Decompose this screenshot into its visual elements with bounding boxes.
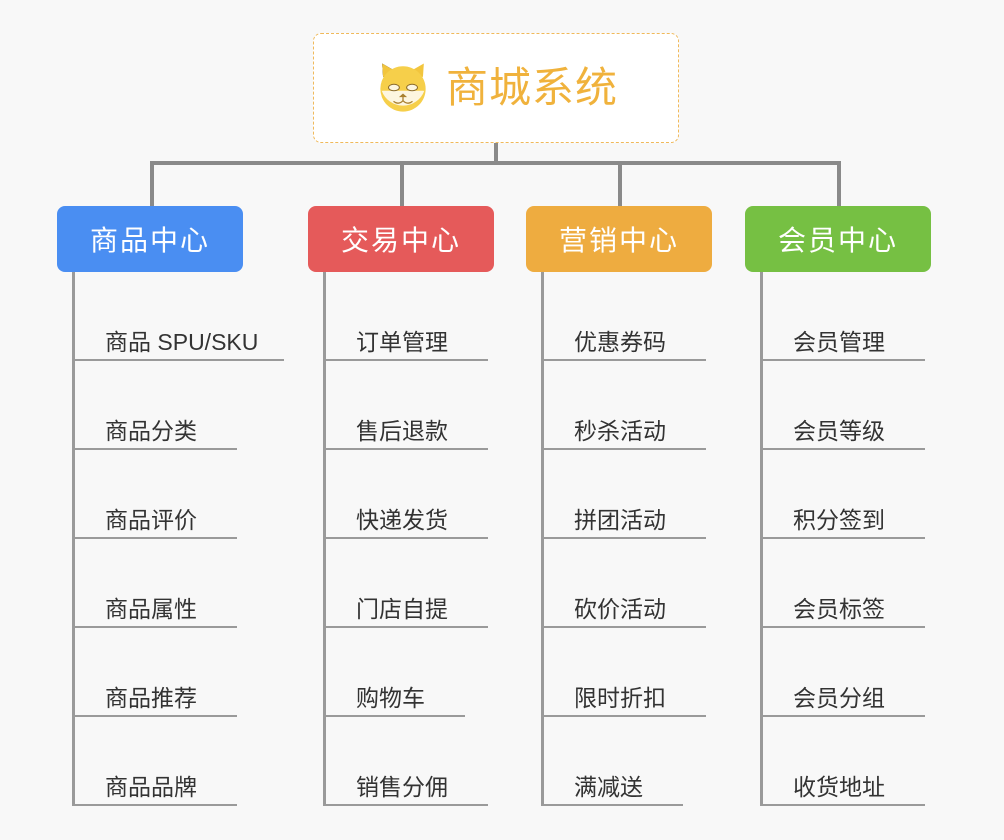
leaf-item-label: 门店自提 <box>356 595 448 622</box>
leaf-item[interactable]: 商品推荐 <box>72 628 237 717</box>
leaf-item[interactable]: 会员分组 <box>760 628 925 717</box>
leaf-item-label: 会员标签 <box>793 595 885 622</box>
leaf-item[interactable]: 会员标签 <box>760 539 925 628</box>
leaf-item-label: 商品推荐 <box>105 684 197 711</box>
leaf-item-label: 满减送 <box>574 773 643 800</box>
leaf-item-label: 购物车 <box>356 684 425 711</box>
leaf-item[interactable]: 砍价活动 <box>541 539 706 628</box>
leaf-item[interactable]: 快递发货 <box>323 450 488 539</box>
root-node-title: 商城系统 <box>445 64 618 111</box>
leaf-item[interactable]: 会员管理 <box>760 272 925 361</box>
leaf-item-label: 商品品牌 <box>105 773 197 800</box>
branch-header-label: 营销中心 <box>558 225 679 256</box>
leaf-item[interactable]: 拼团活动 <box>541 450 706 539</box>
leaf-item[interactable]: 会员等级 <box>760 361 925 450</box>
branch-leaf-list: 优惠券码 秒杀活动 拼团活动 砍价活动 限时折扣 满减送 <box>541 272 706 806</box>
branch-trunk-line <box>72 272 75 806</box>
leaf-item-label: 售后退款 <box>356 417 448 444</box>
leaf-item-label: 商品分类 <box>105 417 197 444</box>
leaf-item[interactable]: 商品分类 <box>72 361 237 450</box>
leaf-item[interactable]: 订单管理 <box>323 272 488 361</box>
leaf-item[interactable]: 收货地址 <box>760 717 925 806</box>
branch-member-center: 会员中心 会员管理 会员等级 积分签到 会员标签 会员分组 收货地址 <box>745 206 931 806</box>
branch-marketing-center: 营销中心 优惠券码 秒杀活动 拼团活动 砍价活动 限时折扣 满减送 <box>526 206 712 806</box>
leaf-item-label: 商品评价 <box>105 506 197 533</box>
branch-trunk-line <box>323 272 326 806</box>
leaf-item[interactable]: 商品属性 <box>72 539 237 628</box>
branch-header-marketing-center[interactable]: 营销中心 <box>526 206 712 272</box>
connector-horizontal-bus <box>150 161 841 165</box>
leaf-item-label: 积分签到 <box>793 506 885 533</box>
leaf-item-label: 销售分佣 <box>356 773 448 800</box>
leaf-item-label: 商品 SPU/SKU <box>105 328 259 355</box>
leaf-item[interactable]: 满减送 <box>541 717 683 806</box>
leaf-item-label: 商品属性 <box>105 595 197 622</box>
leaf-item-label: 限时折扣 <box>574 684 666 711</box>
leaf-item[interactable]: 优惠券码 <box>541 272 706 361</box>
shiba-dog-face-icon <box>380 63 426 112</box>
leaf-item[interactable]: 秒杀活动 <box>541 361 706 450</box>
leaf-item[interactable]: 商品品牌 <box>72 717 237 806</box>
connector-drop-branch-4 <box>837 161 841 208</box>
leaf-item-label: 快递发货 <box>356 506 448 533</box>
leaf-item-label: 会员分组 <box>793 684 885 711</box>
leaf-item[interactable]: 门店自提 <box>323 539 488 628</box>
leaf-item-label: 砍价活动 <box>574 595 666 622</box>
leaf-item-label: 收货地址 <box>793 773 885 800</box>
branch-trunk-line <box>760 272 763 806</box>
branch-header-label: 商品中心 <box>89 225 210 256</box>
branch-header-label: 会员中心 <box>777 225 898 256</box>
root-node-shop-system[interactable]: 商城系统 <box>313 33 679 143</box>
leaf-item[interactable]: 积分签到 <box>760 450 925 539</box>
branch-leaf-list: 商品 SPU/SKU 商品分类 商品评价 商品属性 商品推荐 商品品牌 <box>72 272 284 806</box>
connector-drop-branch-1 <box>150 161 154 208</box>
branch-leaf-list: 订单管理 售后退款 快递发货 门店自提 购物车 销售分佣 <box>323 272 488 806</box>
branch-header-trade-center[interactable]: 交易中心 <box>308 206 494 272</box>
branch-trunk-line <box>541 272 544 806</box>
branch-trade-center: 交易中心 订单管理 售后退款 快递发货 门店自提 购物车 销售分佣 <box>308 206 494 806</box>
leaf-item[interactable]: 售后退款 <box>323 361 488 450</box>
leaf-item-label: 秒杀活动 <box>574 417 666 444</box>
leaf-item[interactable]: 限时折扣 <box>541 628 706 717</box>
leaf-item[interactable]: 销售分佣 <box>323 717 488 806</box>
leaf-item[interactable]: 购物车 <box>323 628 465 717</box>
connector-root-stem <box>494 143 498 163</box>
leaf-item-label: 订单管理 <box>356 328 448 355</box>
leaf-item-label: 会员管理 <box>793 328 885 355</box>
connector-drop-branch-2 <box>400 161 404 208</box>
leaf-item-label: 拼团活动 <box>574 506 666 533</box>
branch-header-label: 交易中心 <box>340 225 461 256</box>
branch-header-member-center[interactable]: 会员中心 <box>745 206 931 272</box>
branch-product-center: 商品中心 商品 SPU/SKU 商品分类 商品评价 商品属性 商品推荐 商品品牌 <box>57 206 284 806</box>
branch-header-product-center[interactable]: 商品中心 <box>57 206 243 272</box>
branch-leaf-list: 会员管理 会员等级 积分签到 会员标签 会员分组 收货地址 <box>760 272 925 806</box>
leaf-item-label: 优惠券码 <box>574 328 666 355</box>
leaf-item[interactable]: 商品 SPU/SKU <box>72 272 284 361</box>
connector-drop-branch-3 <box>618 161 622 208</box>
leaf-item[interactable]: 商品评价 <box>72 450 237 539</box>
leaf-item-label: 会员等级 <box>793 417 885 444</box>
